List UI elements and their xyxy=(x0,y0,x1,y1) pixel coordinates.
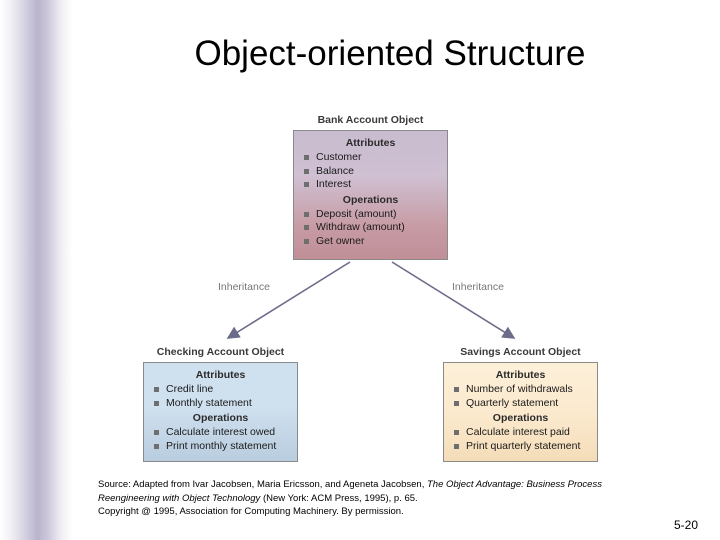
bullet-icon xyxy=(304,238,309,244)
section-heading-operations: Operations xyxy=(492,412,549,424)
list-item-label: Get owner xyxy=(316,234,365,247)
bullet-icon xyxy=(154,387,159,392)
list-item-label: Print monthly statement xyxy=(166,439,277,452)
attribute-list-checking: Credit line Monthly statement xyxy=(144,383,297,410)
list-item-label: Interest xyxy=(316,178,352,190)
section-heading-operations: Operations xyxy=(192,412,249,424)
source-citation: Source: Adapted from Ivar Jacobsen, Mari… xyxy=(98,478,698,519)
bullet-icon xyxy=(454,443,459,449)
node-title-savings-account: Savings Account Object xyxy=(460,346,581,358)
section-heading-operations: Operations xyxy=(342,193,399,206)
list-item-label: Calculate interest paid xyxy=(466,426,570,438)
bullet-icon xyxy=(454,430,459,435)
list-item: Get owner xyxy=(304,235,447,249)
source-line1-prefix: Source: Adapted from Ivar Jacobsen, Mari… xyxy=(98,479,427,490)
source-line2-suffix: (New York: ACM Press, 1995), p. 65. xyxy=(260,492,418,504)
source-line3: Copyright @ 1995, Association for Comput… xyxy=(98,506,404,517)
source-line2-italic: Reengineering with Object Technology xyxy=(98,492,261,504)
source-line1-italic: The Object Advantage: Business Process xyxy=(427,479,602,490)
attribute-list-savings: Number of withdrawals Quarterly statemen… xyxy=(444,383,597,410)
list-item: Interest xyxy=(304,178,447,192)
node-title-bank-account: Bank Account Object xyxy=(317,114,424,126)
operation-list-bank: Deposit (amount) Withdraw (amount) Get o… xyxy=(294,208,447,249)
list-item-label: Quarterly statement xyxy=(466,396,559,409)
list-item-label: Monthly statement xyxy=(166,396,252,409)
bullet-icon xyxy=(154,443,159,449)
section-heading-attributes: Attributes xyxy=(495,369,546,381)
edge-label-inheritance-right: Inheritance xyxy=(452,281,504,293)
slide-decorative-left-bar xyxy=(0,0,72,540)
bullet-icon xyxy=(454,400,459,406)
bullet-icon xyxy=(304,155,309,160)
bullet-icon xyxy=(454,387,459,392)
attribute-list-bank: Customer Balance Interest xyxy=(294,151,447,192)
section-heading-attributes: Attributes xyxy=(345,137,396,149)
node-checking-account-object[interactable]: Attributes Credit line Monthly statement… xyxy=(143,362,298,462)
bullet-icon xyxy=(304,182,309,187)
list-item: Balance xyxy=(304,165,447,179)
bullet-icon xyxy=(154,400,159,406)
operation-list-savings: Calculate interest paid Print quarterly … xyxy=(444,426,597,453)
node-title-checking-account: Checking Account Object xyxy=(156,346,285,358)
arrow-bank-to-savings xyxy=(391,261,516,339)
list-item: Customer xyxy=(304,151,447,165)
edge-label-inheritance-left: Inheritance xyxy=(218,281,270,293)
list-item: Deposit (amount) xyxy=(304,208,447,222)
list-item-label: Calculate interest owed xyxy=(166,426,276,438)
list-item: Calculate interest paid xyxy=(454,426,597,440)
list-item: Quarterly statement xyxy=(454,397,597,411)
operation-list-checking: Calculate interest owed Print monthly st… xyxy=(144,426,297,453)
list-item-label: Withdraw (amount) xyxy=(316,221,405,233)
arrow-bank-to-checking xyxy=(226,261,351,339)
node-savings-account-object[interactable]: Attributes Number of withdrawals Quarter… xyxy=(443,362,598,462)
list-item: Print monthly statement xyxy=(154,440,297,454)
list-item: Credit line xyxy=(154,383,297,397)
list-item: Print quarterly statement xyxy=(454,440,597,454)
page-title: Object-oriented Structure xyxy=(194,34,586,73)
list-item: Monthly statement xyxy=(154,397,297,411)
node-bank-account-object[interactable]: Attributes Customer Balance Interest Ope… xyxy=(293,130,448,260)
list-item-label: Deposit (amount) xyxy=(316,207,397,220)
bullet-icon xyxy=(154,430,159,435)
page-number: 5-20 xyxy=(673,518,698,532)
list-item-label: Credit line xyxy=(166,383,214,395)
list-item: Withdraw (amount) xyxy=(304,221,447,235)
list-item-label: Print quarterly statement xyxy=(466,439,581,452)
list-item-label: Customer xyxy=(316,151,362,163)
list-item: Number of withdrawals xyxy=(454,383,597,397)
list-item-label: Balance xyxy=(316,164,354,177)
section-heading-attributes: Attributes xyxy=(195,369,246,381)
bullet-icon xyxy=(304,225,309,230)
bullet-icon xyxy=(304,211,309,217)
bullet-icon xyxy=(304,168,309,174)
list-item: Calculate interest owed xyxy=(154,426,297,440)
list-item-label: Number of withdrawals xyxy=(466,383,573,395)
